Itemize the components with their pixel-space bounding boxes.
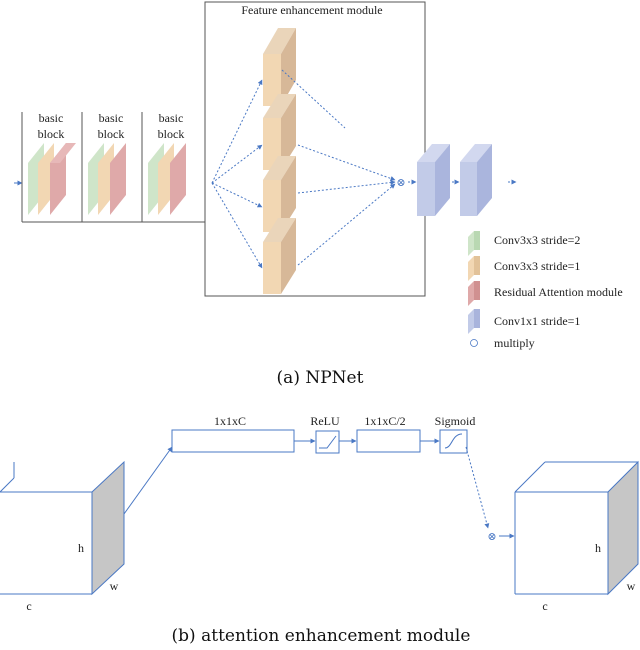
arrow-to-multiply (465, 446, 490, 529)
multiply-symbol-b: ⊗ (487, 531, 496, 543)
legend-item-conv1x1: Conv1x1 stride=1 (468, 309, 580, 334)
panel-a-npnet: basic block basic block basic block Fea (14, 1, 623, 388)
left-cube-c-label: c (26, 599, 31, 613)
legend-label-multiply: multiply (494, 336, 535, 350)
legend: Conv3x3 stride=2 Conv3x3 stride=1 Residu… (468, 231, 623, 350)
right-cube-h-label: h (595, 541, 601, 555)
legend-label-conv3x3-stride1: Conv3x3 stride=1 (494, 259, 580, 273)
left-cube-side (91, 460, 125, 596)
basic-block-1: basic block (28, 111, 76, 215)
legend-item-residual-attention: Residual Attention module (468, 281, 623, 306)
right-cube-w-label: w (627, 579, 636, 593)
multiply-icon (470, 339, 478, 347)
conv3x3-stride1-slab-4 (263, 218, 296, 294)
caption-b: (b) attention enhancement module (172, 626, 471, 646)
basic-block-2-label-line2: block (98, 127, 125, 141)
merge-arrows (281, 69, 396, 266)
relu-curve-icon (319, 435, 337, 449)
conv1x1-block-1 (417, 144, 450, 216)
conv3x3-stride1-slab-3 (263, 156, 296, 232)
conv1x1-block-2 (460, 144, 492, 216)
basic-block-1-label-line1: basic (39, 111, 64, 125)
legend-label-residual-attention: Residual Attention module (494, 285, 623, 299)
basic-block-3-label-line2: block (158, 127, 185, 141)
caption-a: (a) NPNet (277, 368, 364, 388)
basic-block-2: basic block (88, 111, 126, 215)
legend-item-conv3x3-stride1: Conv3x3 stride=1 (468, 256, 580, 281)
legend-label-conv3x3-stride2: Conv3x3 stride=2 (494, 233, 580, 247)
basic-block-2-label-line1: basic (99, 111, 124, 125)
right-feature-cube: h w c (514, 460, 639, 613)
right-cube-c-label: c (542, 599, 547, 613)
fc-layer-2: 1x1xC/2 (356, 414, 421, 453)
basic-block-3-label-line1: basic (159, 111, 184, 125)
legend-item-multiply: multiply (470, 336, 535, 350)
arrow-to-fc1 (123, 446, 173, 515)
legend-label-conv1x1: Conv1x1 stride=1 (494, 314, 580, 328)
fc1-label: 1x1xC (214, 414, 246, 428)
sigmoid-curve-icon (444, 433, 463, 449)
basic-block-3: basic block (148, 111, 186, 215)
relu-label: ReLU (310, 414, 340, 428)
sigmoid-activation: Sigmoid (435, 414, 476, 454)
fc-layer-1: 1x1xC (171, 414, 295, 453)
residual-attention-layer (170, 143, 186, 215)
conv3x3-stride1-slab-1 (263, 28, 296, 106)
sigmoid-label: Sigmoid (435, 414, 476, 428)
basic-block-1-label-line2: block (38, 127, 65, 141)
left-cube-w-label: w (110, 579, 119, 593)
conv3x3-stride1-slab-2 (263, 94, 296, 170)
legend-item-conv3x3-stride2: Conv3x3 stride=2 (468, 231, 580, 256)
fc2-label: 1x1xC/2 (364, 414, 405, 428)
left-cube-h-label: h (78, 541, 84, 555)
panel-b-attention: h w c 1x1xC ReLU 1x1xC/2 Sigmoid (0, 414, 639, 646)
multiply-symbol-a: ⊗ (396, 177, 405, 189)
residual-attention-layer (110, 143, 126, 215)
branch-arrows (211, 79, 263, 269)
feature-enhancement-module: Feature enhancement module (204, 1, 426, 297)
right-cube-side (607, 460, 639, 596)
relu-activation: ReLU (310, 414, 340, 454)
module-title: Feature enhancement module (241, 3, 382, 17)
left-feature-cube: h w c (0, 460, 125, 613)
